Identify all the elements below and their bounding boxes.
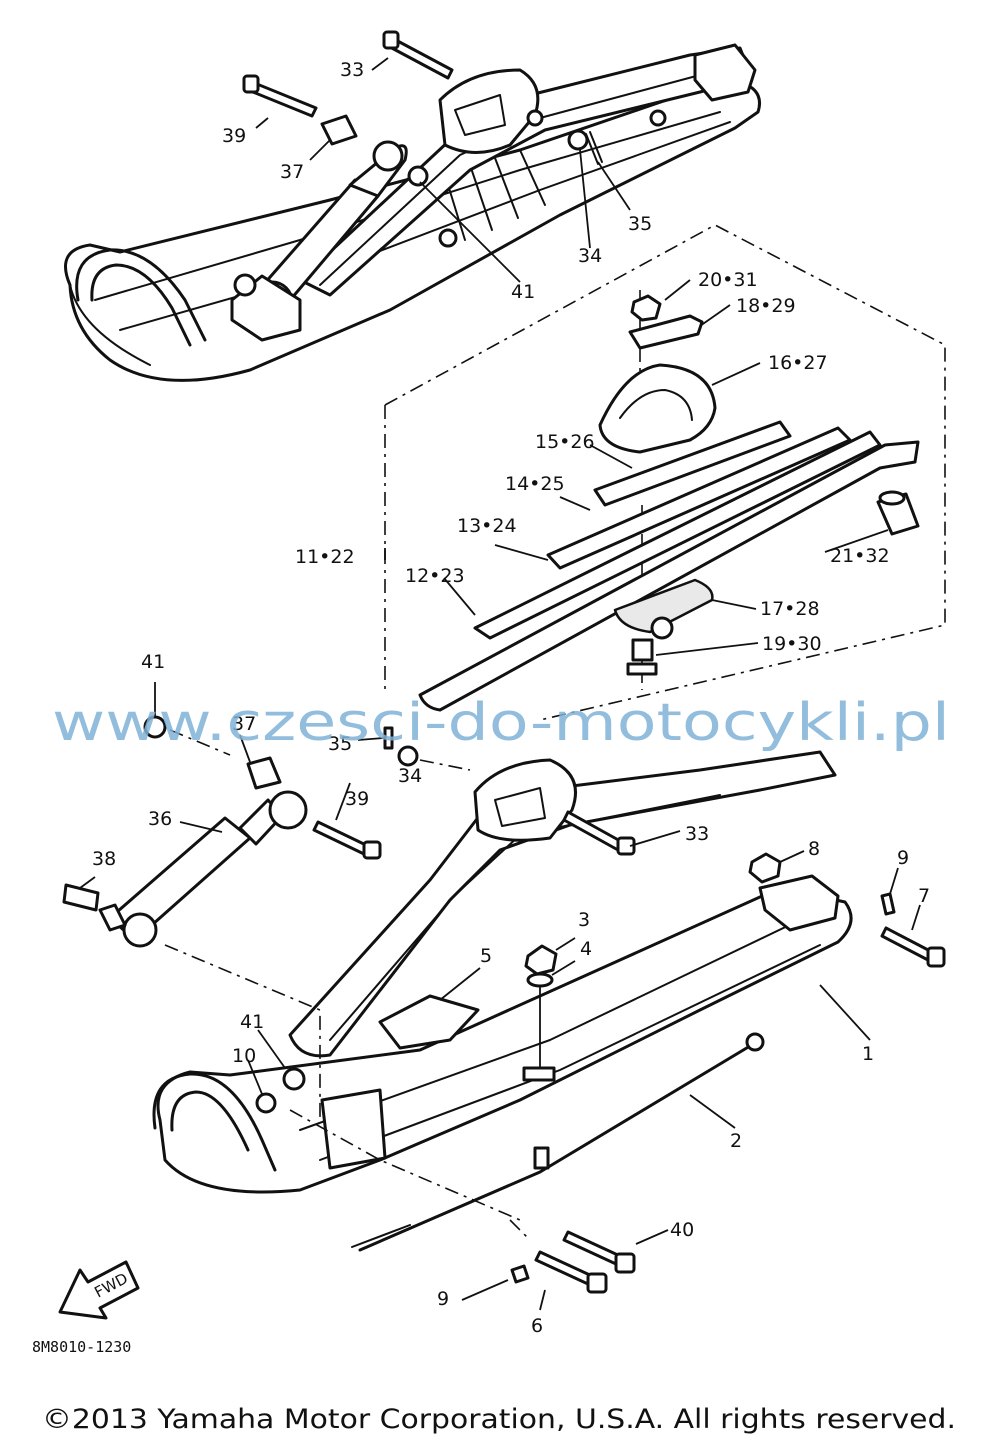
callout-2: 2 — [730, 1130, 742, 1152]
callout-40: 40 — [670, 1219, 694, 1241]
callout-39-bottom: 39 — [345, 788, 369, 810]
callout-37-bottom: 37 — [232, 713, 256, 735]
callout-14-25: 14•25 — [505, 473, 565, 495]
copyright-notice: ©2013 Yamaha Motor Corporation, U.S.A. A… — [42, 1404, 956, 1435]
leader-lines — [79, 57, 921, 1311]
callout-20-31: 20•31 — [698, 269, 758, 291]
callout-38: 38 — [92, 848, 116, 870]
callout-7: 7 — [918, 885, 930, 907]
callout-11-22: 11•22 — [295, 546, 355, 568]
fwd-arrow-icon: FWD — [58, 1260, 140, 1320]
callout-33-bottom: 33 — [685, 823, 709, 845]
callout-41-top: 41 — [511, 281, 535, 303]
callout-41-bottom: 41 — [240, 1011, 264, 1033]
callout-34-top: 34 — [578, 245, 602, 267]
callout-41-left: 41 — [141, 651, 165, 673]
callout-35-bottom: 35 — [328, 733, 352, 755]
callout-5: 5 — [480, 945, 492, 967]
assembled-ski-illustration — [64, 30, 761, 382]
callout-3: 3 — [578, 909, 590, 931]
callout-36: 36 — [148, 808, 172, 830]
leaf-spring-stack — [418, 294, 920, 712]
callout-18-29: 18•29 — [736, 295, 796, 317]
callout-21-32: 21•32 — [830, 545, 890, 567]
callout-19-30: 19•30 — [762, 633, 822, 655]
callout-39-top: 39 — [222, 125, 246, 147]
callout-35-top: 35 — [628, 213, 652, 235]
callout-1: 1 — [862, 1043, 874, 1065]
callout-12-23: 12•23 — [405, 565, 465, 587]
callout-9-bottom: 9 — [437, 1288, 449, 1310]
callout-17-28: 17•28 — [760, 598, 820, 620]
callout-16-27: 16•27 — [768, 352, 828, 374]
callout-33-top: 33 — [340, 59, 364, 81]
callout-4: 4 — [580, 938, 592, 960]
watermark-text: www.czesci-do-motocykli.pl — [52, 693, 950, 753]
callout-labels: 33 39 37 35 34 41 20•31 18•29 16•27 15•2… — [92, 59, 930, 1337]
exploded-ski-illustration — [62, 715, 946, 1294]
callout-15-26: 15•26 — [535, 431, 595, 453]
callout-10: 10 — [232, 1045, 256, 1067]
drawing-code: 8M8010-1230 — [32, 1338, 131, 1356]
callout-37-top: 37 — [280, 161, 304, 183]
callout-34-bottom: 34 — [398, 765, 422, 787]
callout-13-24: 13•24 — [457, 515, 517, 537]
callout-6: 6 — [531, 1315, 543, 1337]
callout-9-right: 9 — [897, 847, 909, 869]
callout-8: 8 — [808, 838, 820, 860]
